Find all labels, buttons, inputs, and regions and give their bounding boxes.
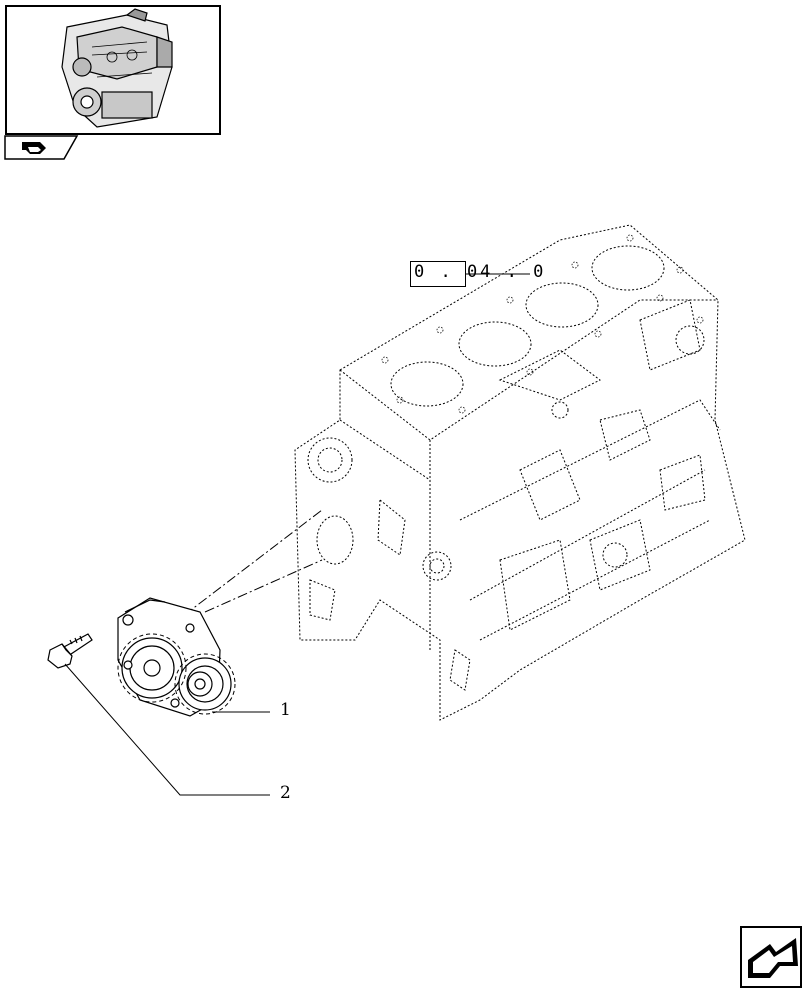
callout-2: 2 — [280, 783, 291, 803]
engine-block — [294, 224, 746, 721]
return-arrow-icon — [22, 142, 46, 154]
gear-teeth — [117, 633, 236, 715]
alignment-lines — [169, 509, 323, 627]
next-page-arrow-icon[interactable] — [740, 926, 802, 988]
engine-thumbnail-icon — [61, 8, 173, 128]
bolt — [47, 633, 93, 669]
oil-pump — [117, 597, 232, 717]
callout-1: 1 — [280, 700, 291, 720]
reference-code-label[interactable]: 0 . 04 . 0 — [414, 262, 547, 282]
engine-thumbnail[interactable] — [5, 5, 221, 135]
thumbnail-tab[interactable] — [4, 135, 79, 161]
reference-code-box[interactable] — [410, 261, 466, 287]
leader-lines — [64, 663, 270, 796]
